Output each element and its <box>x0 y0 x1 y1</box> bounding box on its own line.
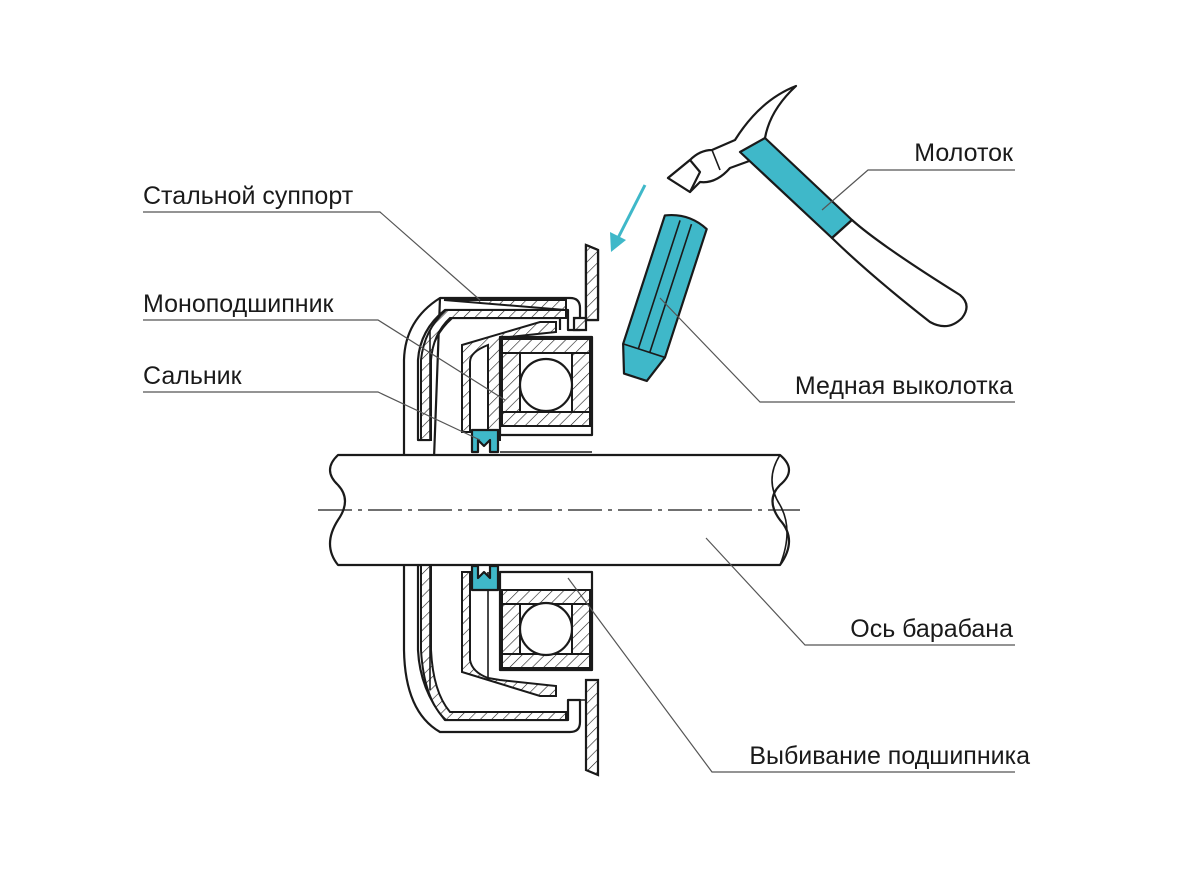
leader-copper-drift <box>659 297 1015 403</box>
label-steel-support: Стальной суппорт <box>143 182 354 210</box>
leader-hammer <box>821 169 1015 211</box>
label-drum-axle: Ось барабана <box>850 615 1013 643</box>
steel-support <box>402 296 582 734</box>
oil-seal-bottom <box>470 564 500 592</box>
leader-drum-axle <box>705 537 1015 646</box>
hammer <box>666 84 968 328</box>
mono-bearing-bottom <box>498 570 594 672</box>
leader-oil-seal <box>143 391 481 441</box>
label-bearing-knockout: Выбивание подшипника <box>749 742 1030 770</box>
backing-plate <box>568 243 600 777</box>
mono-bearing-top <box>498 335 594 453</box>
label-mono-bearing: Моноподшипник <box>143 290 335 318</box>
leader-bearing-knockout <box>567 577 1015 773</box>
leader-steel-support <box>143 211 481 301</box>
label-copper-drift: Медная выколотка <box>795 372 1013 400</box>
copper-drift <box>622 213 708 383</box>
oil-seal-top <box>470 428 500 454</box>
label-oil-seal: Сальник <box>143 362 243 390</box>
leader-mono-bearing <box>143 319 506 401</box>
drum-axle <box>318 453 800 567</box>
strike-direction-arrow <box>610 184 647 252</box>
label-hammer: Молоток <box>914 139 1014 167</box>
bearing-seat <box>461 321 557 697</box>
